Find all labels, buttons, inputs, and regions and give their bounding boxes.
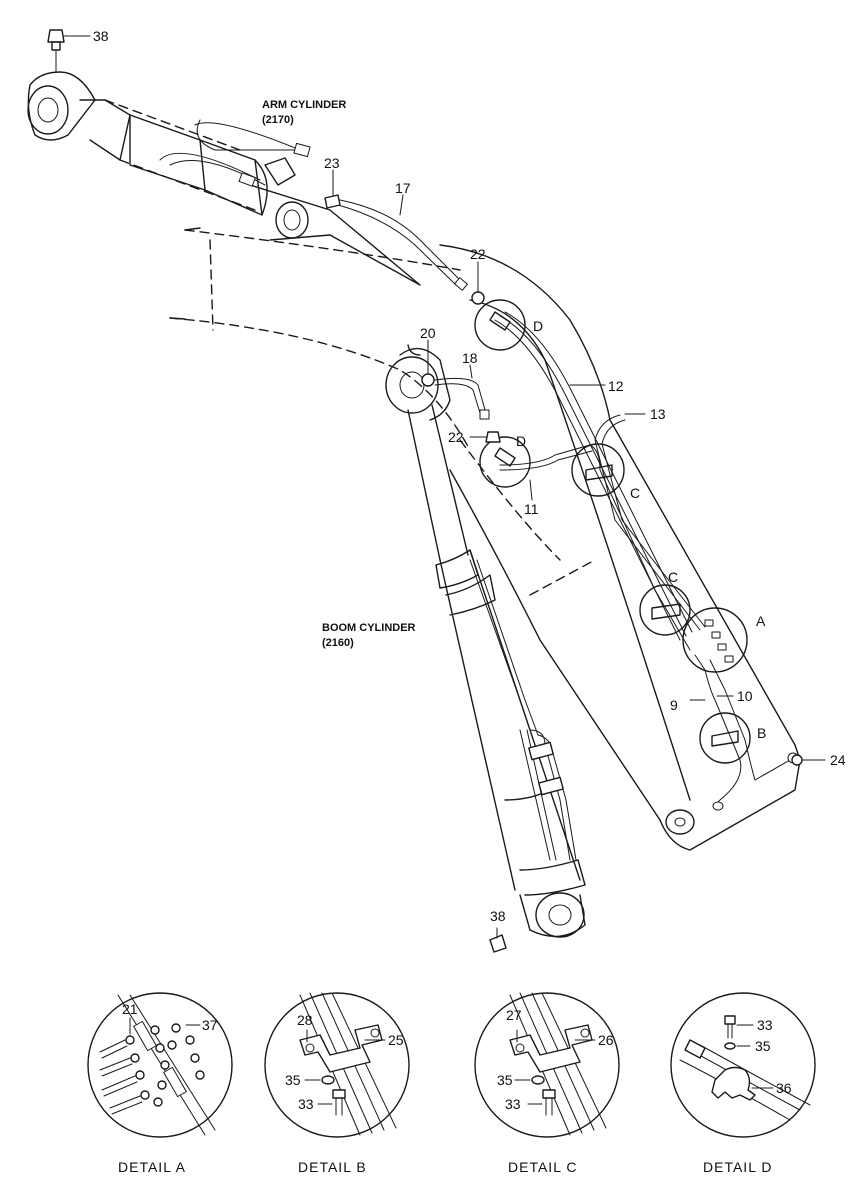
detail-a-pipes [99, 1039, 143, 1115]
detail-d-circle [670, 992, 816, 1138]
boom-cylinder-label: BOOM CYLINDER [322, 622, 416, 634]
detail-b-part-25: 25 [388, 1032, 404, 1048]
detail-b: 28 25 35 33 DETAIL B [264, 992, 410, 1175]
detail-a-part-37: 37 [202, 1017, 218, 1033]
detail-a: 21 37 DETAIL A [87, 992, 233, 1175]
detail-a-fittings [125, 1023, 205, 1107]
detail-b-caption: DETAIL B [298, 1159, 367, 1175]
detail-c-part-35: 35 [497, 1072, 513, 1088]
marker-circle-d-lower [479, 436, 531, 488]
arm-cylinder-label: ARM CYLINDER [262, 99, 346, 111]
part-13: 13 [650, 406, 666, 422]
part-18: 18 [462, 350, 478, 366]
leader-lines [63, 35, 826, 939]
detail-c: 27 26 35 33 DETAIL C [474, 992, 620, 1175]
marker-letter-a: A [756, 613, 766, 629]
marker-circle-c-lower [639, 584, 691, 636]
detail-a-circle [87, 992, 233, 1138]
detail-a-caption: DETAIL A [118, 1159, 186, 1175]
detail-d-part-33: 33 [757, 1017, 773, 1033]
detail-b-part-33: 33 [298, 1096, 314, 1112]
part-10: 10 [737, 688, 753, 704]
detail-b-circle [264, 992, 410, 1138]
boom-cylinder-code: (2160) [322, 637, 354, 649]
part-23: 23 [324, 155, 340, 171]
detail-markers [474, 299, 751, 764]
part-38-bottom: 38 [490, 908, 506, 924]
part-22-mid: 22 [448, 429, 464, 445]
marker-letter-d-upper: D [533, 318, 543, 334]
detail-c-caption: DETAIL C [508, 1159, 577, 1175]
detail-d: 33 35 36 DETAIL D [670, 992, 816, 1175]
part-20: 20 [420, 325, 436, 341]
boom-body [169, 227, 801, 851]
marker-circle-b [699, 712, 751, 764]
part-24: 24 [830, 752, 846, 768]
detail-c-part-27: 27 [506, 1007, 522, 1023]
part-12: 12 [608, 378, 624, 394]
small-parts [47, 29, 803, 953]
part-38-top: 38 [93, 28, 109, 44]
marker-letter-c-lower: C [668, 569, 678, 585]
marker-letter-c-upper: C [630, 485, 640, 501]
part-9: 9 [670, 697, 678, 713]
detail-b-part-28: 28 [297, 1012, 313, 1028]
marker-letter-b: B [757, 725, 766, 741]
piping [337, 199, 799, 811]
arm-cylinder [27, 71, 421, 286]
detail-c-part-33: 33 [505, 1096, 521, 1112]
marker-circle-a [682, 607, 748, 673]
detail-b-part-35: 35 [285, 1072, 301, 1088]
arm-cylinder-code: (2170) [262, 114, 294, 126]
boom-cylinder [385, 344, 586, 938]
marker-circle-d-upper [474, 299, 526, 351]
marker-letter-d-lower: D [516, 433, 526, 449]
detail-d-part-35: 35 [755, 1038, 771, 1054]
part-11: 11 [524, 501, 539, 517]
detail-c-part-26: 26 [598, 1032, 614, 1048]
detail-c-circle [474, 992, 620, 1138]
detail-d-caption: DETAIL D [703, 1159, 772, 1175]
part-22-top: 22 [470, 246, 486, 262]
detail-a-part-21: 21 [122, 1001, 138, 1017]
marker-circle-c-upper [571, 443, 625, 497]
detail-d-part-36: 36 [776, 1080, 792, 1096]
part-17: 17 [395, 180, 411, 196]
main-labels: ARM CYLINDER (2170) BOOM CYLINDER (2160)… [93, 28, 846, 924]
